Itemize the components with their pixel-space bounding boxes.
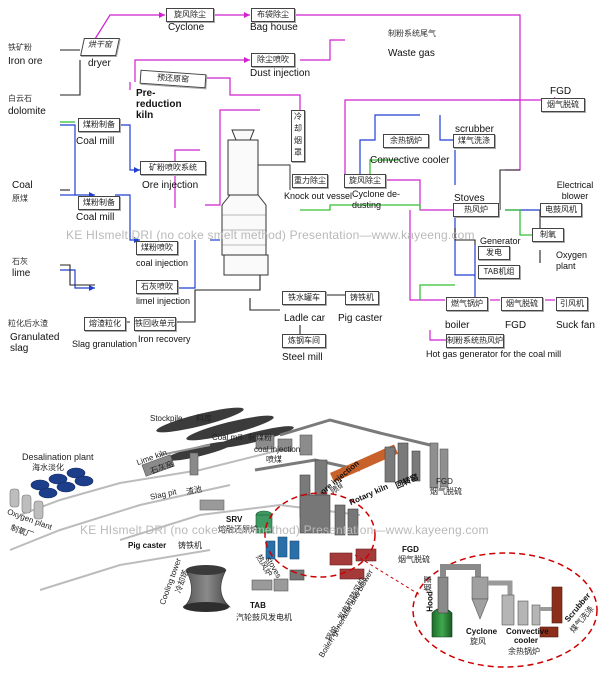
lime-injection-box: 石灰喷吹: [136, 280, 178, 294]
dryer-label: dryer: [88, 58, 111, 69]
watermark-top: KE HIsmelt DRI (no coke smelt method) Pr…: [66, 228, 475, 242]
plant-illustration: [9, 407, 598, 668]
dolomite-label: dolomite: [8, 106, 46, 117]
lime-label: lime: [12, 268, 31, 279]
process-flowsheet: 铁矿粉 Iron ore 白云石 dolomite Coal 原煤 石灰 lim…: [8, 8, 595, 363]
coal-mill-1-label: Coal mill: [76, 136, 115, 147]
stoves-box: 热风炉: [453, 203, 499, 217]
fgd-mid-box: 烟气脱硫: [501, 297, 543, 311]
cyclone-box: 旋风除尘: [166, 8, 214, 22]
fgd-top-label: FGD: [550, 86, 572, 97]
suck-fan-box: 引风机: [556, 297, 588, 311]
ore-injection-box: 矿粉喷吹系统: [140, 161, 206, 175]
ore-injection-label: Ore injection: [142, 180, 199, 191]
pig-caster-label: Pig caster: [128, 541, 167, 550]
iron-ore-label: Iron ore: [8, 56, 43, 67]
coal-mill-label: Coal mill: [212, 433, 243, 442]
pig-caster-label: Pig caster: [338, 313, 383, 324]
scrubber-box: 煤气洗涤: [453, 134, 495, 148]
dolomite-label-cn: 白云石: [8, 94, 32, 103]
coal-injection-label-cn: 喷煤: [266, 455, 282, 464]
iron-recovery-label: Iron recovery: [138, 334, 191, 344]
coal-injection-label: coal injection: [254, 445, 301, 454]
plant-3d-view: Stockpile 料库 Coal mill 制煤粉 coal injectio…: [0, 365, 601, 670]
cyclone-label-cn: 旋风: [470, 637, 486, 646]
desalination-label: Desalination plant: [22, 452, 94, 462]
lime-injection-label: limel injection: [136, 296, 191, 306]
scrubber-label: scrubber: [455, 124, 494, 135]
fgd2-label-cn: 烟气脱硫: [398, 555, 430, 564]
granulated-slag-label: Granulated slag: [10, 332, 60, 354]
electrical-blower-label: Electrical blower: [556, 180, 594, 201]
dryer-box: 烘干窑: [80, 38, 120, 56]
ladle-car-box: 铁水罐车: [282, 291, 326, 305]
iron-ore-label-cn: 铁矿粉: [8, 43, 32, 52]
oxygen-plant-label: Oxygen plant: [556, 250, 588, 271]
generator-box: 发电: [478, 246, 510, 260]
hood-label: Hood: [425, 591, 435, 612]
ladle-car-label: Ladle car: [284, 313, 326, 324]
convective-cooler-box: 余热锅炉: [383, 134, 429, 148]
cyclone-dedusting-box: 旋风除尘: [344, 174, 386, 188]
coal-injection-label: coal injection: [136, 258, 189, 268]
stockpile-label-cn: 料库: [196, 414, 212, 423]
convective-cooler-label: Convective cooler: [506, 627, 549, 645]
coal-mill-2-box: 煤粉制备: [78, 196, 120, 210]
dust-injection-box: 除尘喷吹: [251, 53, 295, 67]
desalination-label-cn: 海水淡化: [32, 463, 64, 472]
cyclone-dedusting-label: Cyclone de-dusting: [352, 189, 401, 210]
steel-mill-box: 炼钢车间: [282, 334, 326, 348]
electrical-blower-box: 电鼓风机: [540, 203, 582, 217]
coal-mill-label-cn: 制煤粉: [248, 433, 272, 442]
quench-hood-box: 冷却烟罩: [291, 110, 305, 162]
slag-granulation-box: 熔渣粒化: [84, 317, 126, 331]
fgd-top-box: 烟气脱硫: [541, 98, 585, 112]
suck-fan-label: Suck fan: [556, 320, 595, 331]
knockout-box: 重力除尘: [292, 174, 328, 188]
boiler-label: boiler: [445, 320, 470, 331]
steel-mill-label: Steel mill: [282, 352, 323, 363]
hot-gas-generator-label: Hot gas generator for the coal mill: [426, 349, 562, 359]
cyclone-label: Cyclone: [168, 22, 205, 33]
coal-label: Coal: [12, 180, 33, 191]
convective-cooler-label-cn: 余热锅炉: [508, 647, 540, 656]
boiler-box: 燃气锅炉: [446, 297, 488, 311]
pig-caster-box: 铸铁机: [345, 291, 379, 305]
stoves-label: Stoves: [454, 193, 485, 204]
iron-recovery-box: 铁回收单元: [134, 317, 176, 331]
slag-granulation-label: Slag granulation: [72, 339, 138, 349]
srv-label-cn: 熔融还原炉: [218, 525, 258, 534]
knockout-label: Knock out vessel: [284, 191, 353, 201]
dust-injection-label: Dust injection: [250, 68, 311, 79]
generator-label: Generator: [480, 236, 521, 246]
pig-caster-label-cn: 铸铁机: [178, 541, 202, 550]
coal-label-cn: 原煤: [12, 194, 28, 203]
fgd-label: FGD: [436, 477, 453, 486]
srv-label: SRV: [226, 515, 243, 524]
fgd-mid-label: FGD: [505, 320, 527, 331]
stockpile-label: Stockpile: [150, 414, 183, 423]
baghouse-label: Bag house: [250, 22, 298, 33]
watermark-bottom: KE HIsmelt DRI (no coke smelt method) Pr…: [80, 523, 489, 537]
waste-gas-label-cn: 制粉系统尾气: [388, 29, 436, 38]
hot-gas-generator-box: 制粉系统热风炉: [446, 334, 504, 348]
waste-gas-label: Waste gas: [388, 48, 435, 59]
prereduction-kiln-label: Pre-reduction kiln: [136, 88, 182, 121]
hood-label-cn: 烟罩: [423, 575, 433, 592]
fgd2-label: FGD: [402, 545, 419, 554]
coal-injection-box: 煤粉喷吹: [136, 241, 178, 255]
coal-mill-2-label: Coal mill: [76, 212, 115, 223]
convective-cooler-label: Convective cooler: [370, 155, 450, 166]
fgd-label-cn: 烟气脱硫: [430, 487, 462, 496]
cyclone-label: Cyclone: [466, 627, 498, 636]
tab-label: TAB: [250, 601, 266, 610]
baghouse-box: 布袋除尘: [251, 8, 295, 22]
oxygen-plant-box: 制氧: [532, 228, 564, 242]
tab-label-cn: 汽轮鼓风发电机: [236, 613, 292, 622]
tab-box: TAB机组: [478, 265, 520, 279]
coal-mill-1-box: 煤粉制备: [78, 118, 120, 132]
flowsheet-lines: [60, 12, 560, 341]
lime-label-cn: 石灰: [12, 257, 28, 266]
granulated-slag-label-cn: 粒化后水渣: [8, 319, 48, 328]
